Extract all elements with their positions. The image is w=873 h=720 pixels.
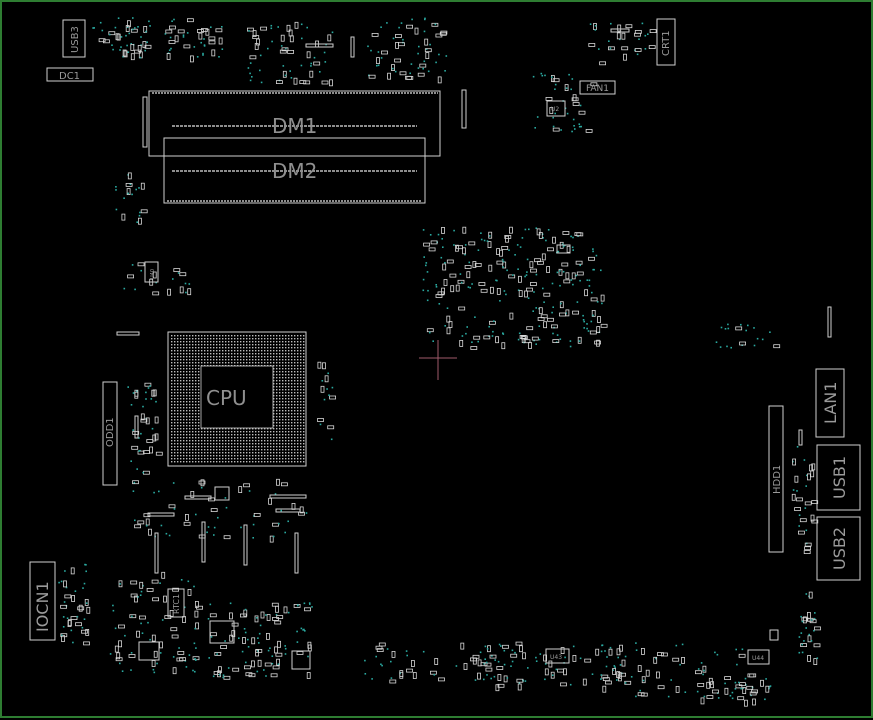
rtc1-label: RTC1 <box>172 594 181 614</box>
u2-chip[interactable]: U2 <box>546 100 566 117</box>
u44-label: U44 <box>752 655 764 662</box>
usb2-connector[interactable]: USB2 <box>816 516 861 581</box>
odd1-label: ODD1 <box>105 417 116 447</box>
usb1-label: USB1 <box>830 456 849 499</box>
bga-chip-b <box>138 641 160 661</box>
crt1-connector[interactable]: CRT1 <box>656 18 676 66</box>
u40-chip[interactable]: U40 <box>144 261 159 283</box>
usb3-label: USB3 <box>70 26 81 53</box>
fan1-label: FAN1 <box>586 84 609 94</box>
cpu-label: CPU <box>206 386 247 410</box>
cursor-crosshair <box>419 340 457 380</box>
hdd1-label: HDD1 <box>772 465 783 494</box>
usb1-connector[interactable]: USB1 <box>816 444 861 511</box>
fan1-connector[interactable]: FAN1 <box>579 80 616 95</box>
lan1-connector[interactable]: LAN1 <box>815 368 845 438</box>
iocn1-connector[interactable]: IOCN1 <box>29 561 56 641</box>
u44-chip[interactable]: U44 <box>747 649 770 665</box>
chipset-part <box>556 244 571 254</box>
dm1-slot[interactable]: DM1 <box>148 90 441 157</box>
u40-label: U40 <box>150 269 156 279</box>
dm2-label: DM2 <box>272 159 317 183</box>
iocn1-label: IOCN1 <box>33 581 52 632</box>
dc1-connector[interactable]: DC1 <box>46 67 94 82</box>
dc1-label: DC1 <box>59 71 80 82</box>
u43-label: U43 <box>550 654 562 661</box>
odd1-connector[interactable]: ODD1 <box>102 381 118 486</box>
usb3-connector[interactable]: USB3 <box>62 19 86 58</box>
dm1-label: DM1 <box>272 114 317 138</box>
rtc1-battery[interactable]: RTC1 <box>167 588 185 618</box>
usb2-label: USB2 <box>830 527 849 570</box>
bga-chip-a <box>209 620 235 644</box>
u2-label: U2 <box>551 106 559 113</box>
component-scatter <box>58 17 821 707</box>
crt1-label: CRT1 <box>661 30 672 56</box>
hdd1-connector[interactable]: HDD1 <box>768 405 784 553</box>
cpu-socket[interactable]: CPU <box>167 331 307 467</box>
bga-chip-c <box>291 650 311 670</box>
dm2-slot[interactable]: DM2 <box>163 137 426 204</box>
u43-chip[interactable]: U43 <box>545 648 570 664</box>
lan1-label: LAN1 <box>821 382 840 424</box>
